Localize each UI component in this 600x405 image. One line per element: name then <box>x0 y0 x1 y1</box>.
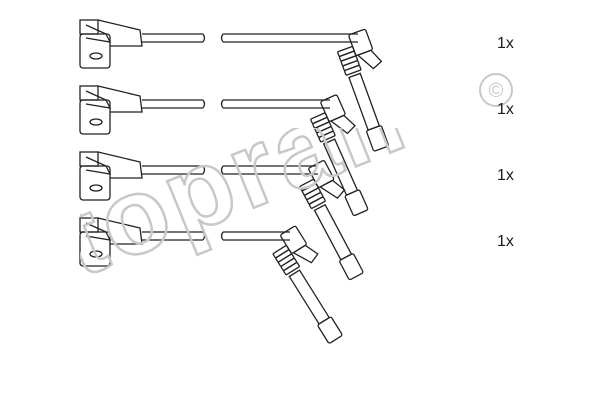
copyright-symbol: © <box>479 73 513 107</box>
left-terminal-3 <box>89 184 103 192</box>
quantity-label-2: 1x <box>497 101 514 118</box>
quantity-label-3: 1x <box>497 167 514 184</box>
left-boot-1 <box>97 19 143 47</box>
cable-assembly-3 <box>79 151 364 281</box>
cable-break-right-1 <box>220 33 224 43</box>
boot-rib-2-5 <box>318 130 336 143</box>
cable-break-left-3 <box>202 165 206 175</box>
boot-rib-3-5 <box>308 196 326 209</box>
left-connector-cap-3 <box>79 151 99 167</box>
left-connector-clip-1 <box>85 24 112 43</box>
cable-assembly-1 <box>79 19 389 152</box>
left-connector-clip-4 <box>85 222 112 241</box>
cable-break-left-4 <box>202 231 206 241</box>
watermark-text: topran <box>80 128 422 288</box>
cable-break-left-2 <box>202 99 206 109</box>
cable-assembly-4 <box>79 217 343 344</box>
left-connector-cap-4 <box>79 217 99 233</box>
boot-tip-3 <box>339 253 364 281</box>
left-terminal-1 <box>89 52 103 60</box>
boot-rib-4-5 <box>283 262 300 276</box>
plug-boot-4 <box>272 225 343 344</box>
boot-tip-4 <box>317 316 343 344</box>
cable-break-left-1 <box>202 33 206 43</box>
left-terminal-4 <box>89 250 103 258</box>
boot-elbow-1 <box>356 49 383 70</box>
boot-tube-1 <box>348 72 381 131</box>
left-connector-clip-2 <box>85 90 112 109</box>
boot-tip-1 <box>366 125 389 152</box>
plug-boot-1 <box>337 28 389 152</box>
boot-elbow-4 <box>292 244 319 264</box>
cable-break-right-2 <box>220 99 224 109</box>
left-connector-clip-3 <box>85 156 112 175</box>
boot-tip-2 <box>344 189 369 217</box>
boot-elbow-3 <box>318 179 346 199</box>
plug-boot-3 <box>299 160 364 281</box>
watermark-logo: topran <box>80 128 424 288</box>
boot-elbow-2 <box>329 114 356 135</box>
left-boot-2 <box>97 85 143 113</box>
plug-boot-2 <box>310 94 369 217</box>
boot-rib-1-5 <box>343 64 362 76</box>
left-connector-cap-1 <box>79 19 99 35</box>
quantity-label-1: 1x <box>497 35 514 52</box>
left-boot-4 <box>97 217 143 245</box>
cable-assembly-2 <box>79 85 369 217</box>
cable-break-right-3 <box>220 165 224 175</box>
quantity-label-4: 1x <box>497 233 514 250</box>
left-connector-cap-2 <box>79 85 99 101</box>
left-terminal-2 <box>89 118 103 126</box>
cable-break-right-4 <box>220 231 224 241</box>
left-boot-3 <box>97 151 143 179</box>
copyright-glyph: © <box>489 80 504 102</box>
